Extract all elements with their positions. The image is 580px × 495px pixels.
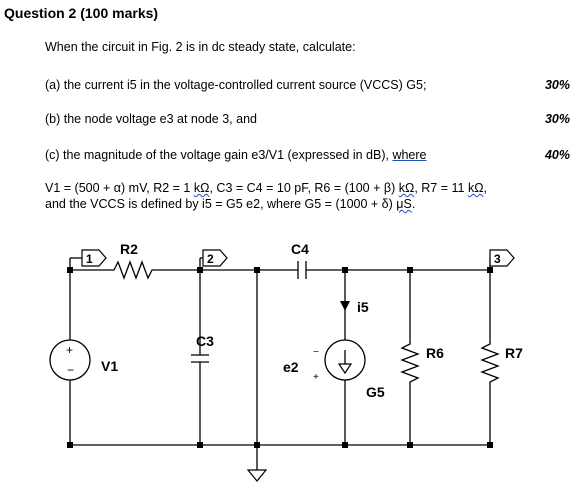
r6-label: R6 (426, 345, 444, 361)
node-flag-3: 3 (489, 249, 515, 267)
node-dot (254, 442, 260, 448)
node-dot (487, 442, 493, 448)
node-dot (254, 267, 260, 273)
unit-kohm-r7: kΩ (467, 181, 484, 195)
e2-plus-sign: + (313, 372, 319, 383)
node-dot (197, 267, 203, 273)
params-comma: , (483, 181, 488, 195)
part-a-text: (a) the current i5 in the voltage-contro… (45, 78, 427, 92)
node-flag-2: 2 (202, 249, 228, 267)
part-c-where: where (392, 148, 427, 162)
e2-minus-sign: − (313, 347, 319, 358)
unit-kohm-r2: kΩ (193, 181, 210, 195)
v1-plus-sign: + (66, 343, 73, 357)
c3-label: C3 (196, 333, 214, 349)
i5-arrow-icon (340, 301, 350, 311)
part-c-marks: 40% (544, 148, 570, 162)
r6-resistor (400, 340, 420, 386)
params-c-r6: , C3 = C4 = 10 pF, R6 = (100 + β) (209, 181, 399, 195)
v1-branch (49, 270, 91, 445)
part-b-marks: 30% (544, 112, 570, 126)
part-c-text: (c) the magnitude of the voltage gain e3… (45, 148, 426, 162)
node-flag-3-label: 3 (494, 252, 501, 266)
question-heading: Question 2 (100 marks) (4, 5, 159, 21)
node-dot (407, 442, 413, 448)
node-dot (407, 267, 413, 273)
g5-arrow-head (337, 363, 353, 375)
g5-vccs (324, 270, 366, 445)
params-line-1: V1 = (500 + α) mV, R2 = 1 kΩ, C3 = C4 = … (45, 181, 487, 195)
node-dots (67, 267, 493, 448)
ground-icon (246, 469, 268, 482)
part-a-marks: 30% (544, 78, 570, 92)
node-flag-1: 1 (81, 249, 107, 267)
node-dot (487, 267, 493, 273)
r6-branch (400, 270, 420, 445)
node-dot (197, 442, 203, 448)
node-dot (342, 442, 348, 448)
g5-label: G5 (366, 384, 385, 400)
unit-kohm-r6: kΩ (398, 181, 415, 195)
v1-label: V1 (101, 358, 118, 374)
c4-label: C4 (291, 241, 309, 257)
part-b-text: (b) the node voltage e3 at node 3, and (45, 112, 257, 126)
params-r7: , R7 = 11 (414, 181, 468, 195)
c4-capacitor (297, 261, 307, 279)
r2-resistor (110, 260, 157, 280)
r7-resistor (480, 340, 500, 386)
r7-label: R7 (505, 345, 523, 361)
node-flag-1-label: 1 (86, 252, 93, 266)
params-line-2: and the VCCS is defined by i5 = G5 e2, w… (45, 197, 415, 211)
unit-microsiemens: μS (396, 197, 412, 211)
r2-label: R2 (120, 241, 138, 257)
r7-branch (480, 270, 500, 445)
e2-branch (256, 270, 490, 470)
part-c-main: (c) the magnitude of the voltage gain e3… (45, 148, 393, 162)
node-dot (67, 442, 73, 448)
params-v1-r2: V1 = (500 + α) mV, R2 = 1 (45, 181, 194, 195)
node-dot (67, 267, 73, 273)
e2-label: e2 (283, 359, 299, 375)
v1-minus-sign: − (67, 363, 74, 377)
node-dot (342, 267, 348, 273)
params-vccs: and the VCCS is defined by i5 = G5 e2, w… (45, 197, 397, 211)
params-period: . (411, 197, 416, 211)
question-intro: When the circuit in Fig. 2 is in dc stea… (45, 40, 356, 54)
node-flag-2-label: 2 (207, 252, 214, 266)
i5-label: i5 (357, 299, 369, 315)
c3-branch (191, 270, 209, 445)
